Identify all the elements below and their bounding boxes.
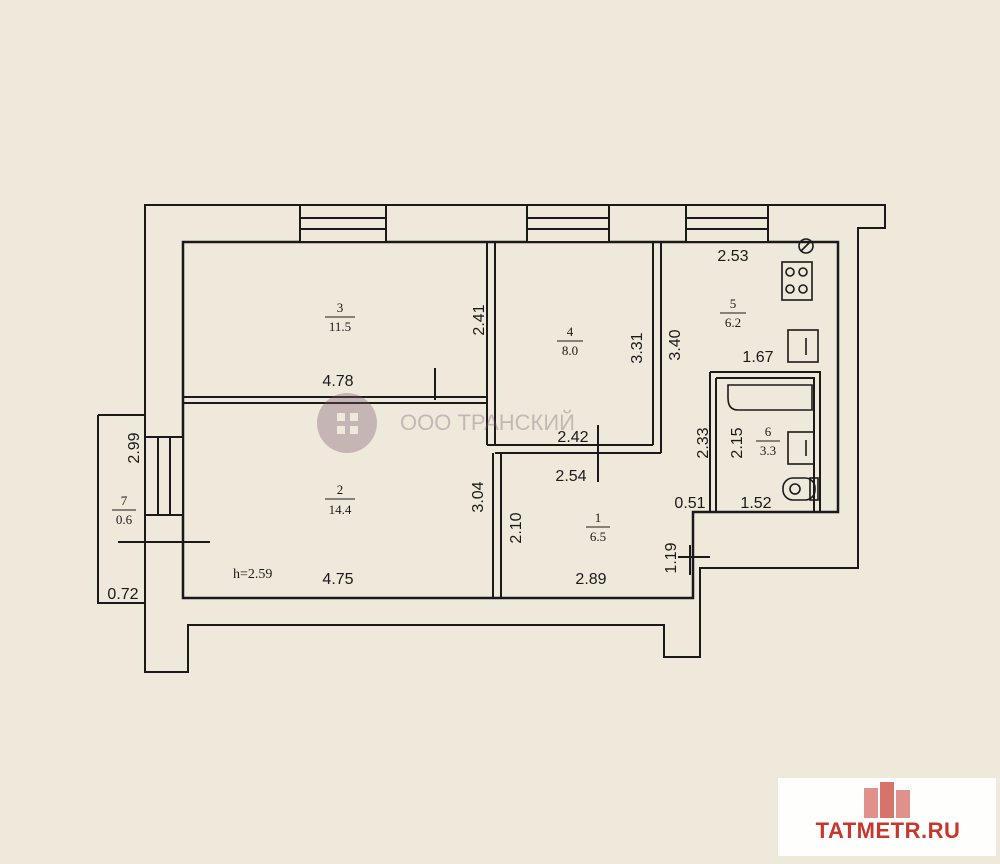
svg-text:2: 2 <box>337 482 344 497</box>
svg-text:6.5: 6.5 <box>590 529 606 544</box>
svg-text:11.5: 11.5 <box>329 319 351 334</box>
fixtures <box>727 238 819 501</box>
dim-3-31: 3.31 <box>629 332 646 363</box>
dim-2-99: 2.99 <box>126 432 143 463</box>
windows <box>144 204 769 516</box>
window-room-4 <box>526 204 610 243</box>
dim-4-75: 4.75 <box>322 571 353 588</box>
window-room-5 <box>685 204 769 243</box>
room-7-label: 7 0.6 <box>112 493 136 527</box>
dim-2-41: 2.41 <box>471 304 488 335</box>
dim-1-19: 1.19 <box>663 542 680 573</box>
svg-text:7: 7 <box>121 493 128 508</box>
svg-text:3: 3 <box>337 300 344 315</box>
dim-2-42: 2.42 <box>557 429 588 446</box>
watermark: ООО ТРАНСКИЙ <box>317 393 575 453</box>
dim-2-53: 2.53 <box>717 248 748 265</box>
svg-text:1: 1 <box>595 510 602 525</box>
dim-2-54: 2.54 <box>555 468 586 485</box>
dim-2-33: 2.33 <box>695 427 712 458</box>
svg-text:3.3: 3.3 <box>760 443 776 458</box>
svg-text:6.2: 6.2 <box>725 315 741 330</box>
dim-2-89: 2.89 <box>575 571 606 588</box>
window-balcony <box>144 436 184 516</box>
kitchen-sink-icon <box>787 329 819 363</box>
dim-2-10: 2.10 <box>508 512 525 543</box>
dim-1-52: 1.52 <box>740 495 771 512</box>
room-4-label: 4 8.0 <box>557 324 583 358</box>
bathtub-icon <box>727 384 813 411</box>
stove-icon <box>781 261 813 301</box>
dim-0-51: 0.51 <box>674 495 705 512</box>
logo-text: TATMETR.RU <box>815 818 961 843</box>
svg-text:5: 5 <box>730 296 737 311</box>
room-labels: 3 11.5 4 8.0 5 6.2 6 3.3 2 14.4 1 6.5 <box>112 296 780 544</box>
svg-text:0.6: 0.6 <box>116 512 133 527</box>
window-room-3 <box>299 204 387 243</box>
room-1-label: 1 6.5 <box>586 510 610 544</box>
svg-text:8.0: 8.0 <box>562 343 578 358</box>
dim-2-15: 2.15 <box>729 427 746 458</box>
interior-walls <box>118 242 821 598</box>
gas-meter-icon <box>798 238 814 254</box>
dim-0-72: 0.72 <box>107 586 138 603</box>
svg-text:6: 6 <box>765 424 772 439</box>
toilet-icon <box>782 477 819 501</box>
outer-walls <box>97 204 886 673</box>
site-logo: TATMETR.RU <box>778 778 996 856</box>
room-3-label: 3 11.5 <box>325 300 355 334</box>
svg-text:4: 4 <box>567 324 574 339</box>
dim-3-40: 3.40 <box>667 329 684 360</box>
building-icon <box>864 782 910 818</box>
dim-3-04: 3.04 <box>470 481 487 512</box>
dim-4-78: 4.78 <box>322 373 353 390</box>
washbasin-icon <box>787 431 815 465</box>
svg-text:14.4: 14.4 <box>329 502 352 517</box>
room-5-label: 5 6.2 <box>720 296 746 330</box>
ceiling-height: h=2.59 <box>233 567 272 582</box>
dim-1-67: 1.67 <box>742 349 773 366</box>
room-2-label: 2 14.4 <box>325 482 355 517</box>
dimension-labels: 2.53 2.41 3.31 3.40 4.78 1.67 2.42 2.33 … <box>107 248 773 603</box>
watermark-text: ООО ТРАНСКИЙ <box>400 410 575 435</box>
room-6-label: 6 3.3 <box>756 424 780 458</box>
